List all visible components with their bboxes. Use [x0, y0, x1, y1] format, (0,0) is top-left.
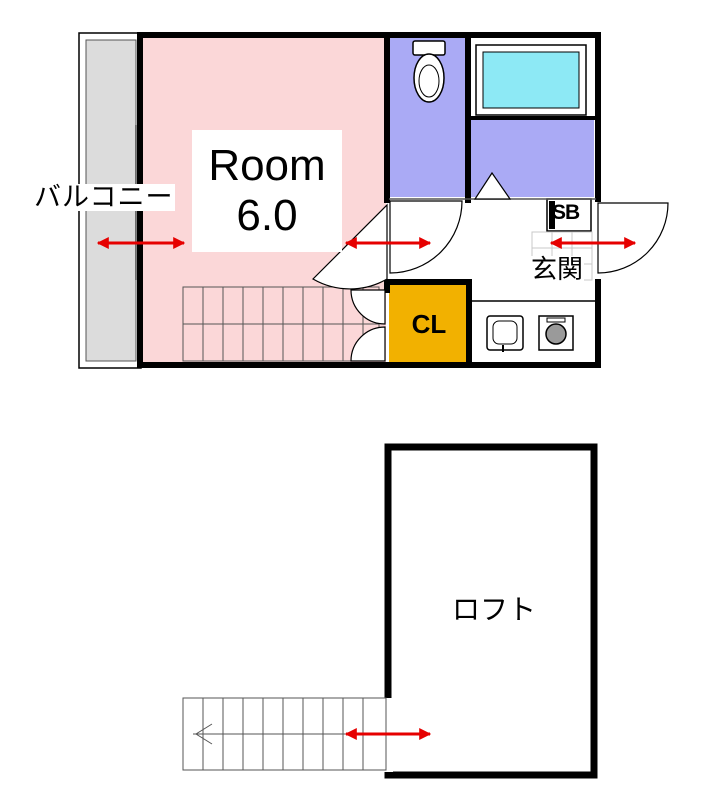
- toilet-icon: [412, 40, 446, 103]
- balcony-label: バルコニー: [32, 182, 176, 212]
- sink-icon: [486, 315, 524, 352]
- loft: [381, 443, 598, 779]
- bathtub-icon: [475, 44, 587, 116]
- shoe-box: [546, 198, 592, 232]
- room-size: 6.0: [236, 191, 298, 240]
- shoe-box-label: SB: [552, 201, 580, 224]
- access-arrows: [96, 237, 637, 740]
- entrance-label: 玄関: [530, 254, 585, 284]
- room-label: Room 6.0: [192, 130, 342, 252]
- cooktop-icon: [538, 315, 574, 351]
- closet-floor: [389, 285, 467, 363]
- room-name: Room: [208, 141, 326, 190]
- loft-label: ロフト: [452, 594, 537, 625]
- closet-label: CL: [411, 309, 447, 339]
